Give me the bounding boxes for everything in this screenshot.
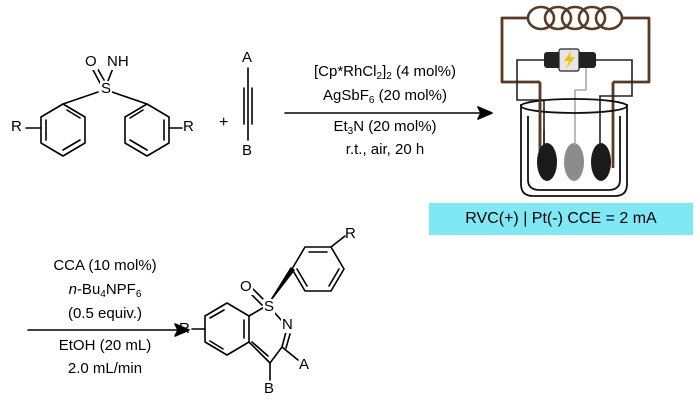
- flow-cell-label-bg: [429, 203, 693, 235]
- step2-flow-rate: 2.0 mL/min: [67, 360, 143, 377]
- electrode-icon: [537, 100, 611, 181]
- beaker-icon: [520, 98, 628, 197]
- product-o-atom: O: [239, 278, 253, 295]
- step1-base: Et3N (20 mol%): [333, 118, 437, 137]
- alkyne-a-label: A: [242, 49, 253, 66]
- step2-solvent: EtOH (20 mL): [58, 337, 152, 354]
- product-b-label: B: [264, 380, 275, 397]
- electrochemical-flow-cell: [429, 5, 693, 235]
- left-phenyl-ring: [40, 103, 86, 157]
- product-n-atom: N: [281, 316, 294, 333]
- product-r-top: R: [345, 225, 356, 242]
- step2-electrolyte: n-Bu4NPF6: [68, 281, 142, 300]
- right-phenyl-ring: [124, 103, 170, 157]
- coil-icon: [526, 5, 624, 31]
- alkyne-structure: [243, 67, 253, 141]
- sulfoximine-s-atom: S: [100, 80, 113, 97]
- alkyne-b-label: B: [242, 142, 253, 159]
- step2-equivalents: (0.5 equiv.): [68, 305, 142, 322]
- battery-icon: [544, 48, 596, 72]
- sulfoximine-nh-group: NH: [106, 53, 130, 70]
- product-r-left: R: [179, 320, 190, 337]
- step2-mediator: CCA (10 mol%): [53, 257, 157, 274]
- sulfoximine-structure: [25, 65, 183, 157]
- flow-cell-label: RVC(+) | Pt(-) CCE = 2 mA: [465, 210, 657, 227]
- step1-conditions: r.t., air, 20 h: [345, 141, 425, 158]
- step1-additive: AgSbF6 (20 mol%): [323, 87, 447, 106]
- sulfoximine-o-atom: O: [84, 53, 98, 70]
- product-a-label: A: [299, 356, 310, 373]
- product-s-atom: S: [263, 298, 276, 315]
- product-benzo-ring: [204, 302, 250, 356]
- step1-catalyst: [Cp*RhCl2]2 (4 mol%): [313, 63, 456, 82]
- plus-sign: +: [219, 114, 229, 131]
- sulfoximine-r-left: R: [11, 118, 22, 135]
- sulfoximine-r-right: R: [183, 118, 194, 135]
- product-phenyl-ring: [291, 246, 345, 292]
